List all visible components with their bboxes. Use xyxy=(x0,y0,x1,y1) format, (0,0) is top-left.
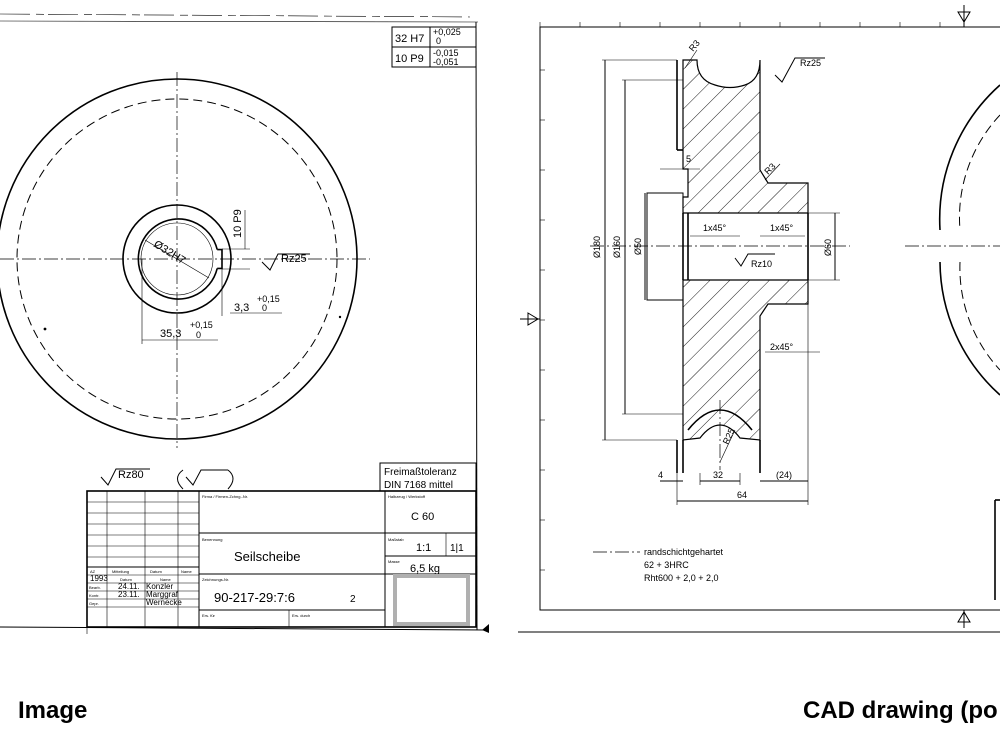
sheet: 1|1 xyxy=(450,543,464,554)
hub-dim-lower: 0 xyxy=(196,330,201,340)
svg-text:Ers. für: Ers. für xyxy=(202,613,216,618)
fit-1: 32 H7 xyxy=(395,33,424,45)
caption-cad-drawing: CAD drawing (po xyxy=(803,697,998,724)
radius-top-left: R3 xyxy=(687,38,702,53)
stamp-box xyxy=(393,574,470,626)
pulley-side-view xyxy=(938,84,1000,600)
hub-dim: 35,3 xyxy=(160,328,181,340)
drawing-version: 2 xyxy=(350,594,356,605)
svg-text:Kontr.: Kontr. xyxy=(89,593,99,598)
svg-text:Datum: Datum xyxy=(150,569,162,574)
svg-text:Zeichnungs-Nr.: Zeichnungs-Nr. xyxy=(202,577,229,582)
dim-24: (24) xyxy=(776,470,792,480)
cad-frame xyxy=(539,26,1000,611)
mass: 6,5 kg xyxy=(410,563,440,575)
dim-5: 5 xyxy=(686,154,691,164)
dia-160: Ø160 xyxy=(612,236,622,258)
legend-line1: randschichtgehartet xyxy=(644,547,724,557)
tolerance-table: 32 H7 +0,025 0 10 P9 -0,015 -0,051 xyxy=(391,26,477,68)
dim-32: 32 xyxy=(713,470,723,480)
svg-text:24.11.: 24.11. xyxy=(118,582,140,591)
fit-1-lower: 0 xyxy=(436,36,441,46)
svg-text:Mitteilung: Mitteilung xyxy=(112,569,129,574)
dia-60: Ø60 xyxy=(823,239,833,256)
hub-dim-upper: +0,15 xyxy=(190,320,213,330)
dim-4: 4 xyxy=(658,470,663,480)
svg-text:Name: Name xyxy=(160,577,171,582)
general-tolerance-box: Freimaßtoleranz DIN 7168 mittel xyxy=(379,462,477,492)
radius-hub: R3 xyxy=(762,161,777,176)
pulley-section-view: Ø180 Ø160 Ø50 Ø60 R3 Rz25 R3 5 1x45° 1x4… xyxy=(590,38,1000,583)
title-block: AZ Mitteilung Datum Name 1993 Datum Name… xyxy=(86,490,477,628)
chamfer-hub: 2x45° xyxy=(770,342,794,352)
svg-text:Firma / Firmen-Zchng.-Nr.: Firma / Firmen-Zchng.-Nr. xyxy=(202,494,248,499)
bottom-center-mark xyxy=(957,610,971,628)
fit-2-lower: -0,051 xyxy=(433,57,459,67)
legend-line3: Rht600 + 2,0 + 2,0 xyxy=(644,573,719,583)
svg-text:Datum: Datum xyxy=(120,577,132,582)
svg-text:Bearb.: Bearb. xyxy=(89,585,101,590)
keyway-depth: 3,3 xyxy=(234,302,249,314)
bore-dia-label: Ø32H7 xyxy=(151,238,187,267)
section-upper xyxy=(682,59,809,214)
section-lower xyxy=(682,279,809,441)
roughness-rim: Rz25 xyxy=(800,58,821,68)
surface-finish-symbol: Rz80 xyxy=(100,468,234,490)
svg-text:Konzler: Konzler xyxy=(146,582,173,591)
pulley-front-view: Ø32H7 10 P9 Rz25 3,3 +0,15 0 35,3 +0,15 … xyxy=(0,72,370,448)
part-name: Seilscheibe xyxy=(234,549,301,564)
roughness-bore: Rz10 xyxy=(751,259,772,269)
fit-2-upper: -0,015 xyxy=(433,48,459,58)
dia-50: Ø50 xyxy=(633,238,643,255)
svg-text:Gepr.: Gepr. xyxy=(89,601,99,606)
scan-frame-right xyxy=(475,21,478,631)
scale: 1:1 xyxy=(416,542,431,554)
keyway-width-label: 10 P9 xyxy=(232,209,244,238)
svg-text:Marggraf: Marggraf xyxy=(146,590,179,599)
svg-text:Name: Name xyxy=(181,569,192,574)
svg-text:AZ: AZ xyxy=(90,569,96,574)
svg-text:Wernecke: Wernecke xyxy=(146,598,182,607)
svg-text:Ers. durch: Ers. durch xyxy=(292,613,310,618)
dia-180: Ø180 xyxy=(592,236,602,258)
fit-1-upper: +0,025 xyxy=(433,27,461,37)
keyway-depth-upper: +0,15 xyxy=(257,294,280,304)
svg-text:Benennung: Benennung xyxy=(202,537,222,542)
fit-2: 10 P9 xyxy=(395,53,424,65)
dim-64: 64 xyxy=(737,490,747,500)
svg-text:Masse: Masse xyxy=(388,559,401,564)
keyway-slot xyxy=(646,192,684,301)
drawing-number: 90-217-29:7:6 xyxy=(214,590,295,605)
scan-frame-bottom xyxy=(0,626,489,631)
chamfer-right: 1x45° xyxy=(770,223,794,233)
legend-line2: 62 + 3HRC xyxy=(644,560,689,570)
caption-image: Image xyxy=(18,697,88,724)
keyway-depth-lower: 0 xyxy=(262,303,267,313)
roughness-label: Rz25 xyxy=(281,253,307,265)
svg-text:Maßstab: Maßstab xyxy=(388,537,404,542)
general-tolerance-line1: Freimaßtoleranz xyxy=(384,467,457,478)
cad-drawing: Ø180 Ø160 Ø50 Ø60 R3 Rz25 R3 5 1x45° 1x4… xyxy=(518,5,1000,633)
material: C 60 xyxy=(411,511,434,523)
drawing-year: 1993 xyxy=(90,574,108,583)
svg-text:Halbzeug / Werkstoff: Halbzeug / Werkstoff xyxy=(388,494,426,499)
scanned-drawing: 32 H7 +0,025 0 10 P9 -0,015 -0,051 Ø32H7… xyxy=(0,13,489,634)
surface-note-label: Rz80 xyxy=(118,469,144,481)
left-center-mark xyxy=(520,312,540,326)
top-center-mark xyxy=(957,5,971,27)
svg-text:23.11.: 23.11. xyxy=(118,590,140,599)
chamfer-left: 1x45° xyxy=(703,223,727,233)
general-tolerance-line2: DIN 7168 mittel xyxy=(384,480,453,491)
